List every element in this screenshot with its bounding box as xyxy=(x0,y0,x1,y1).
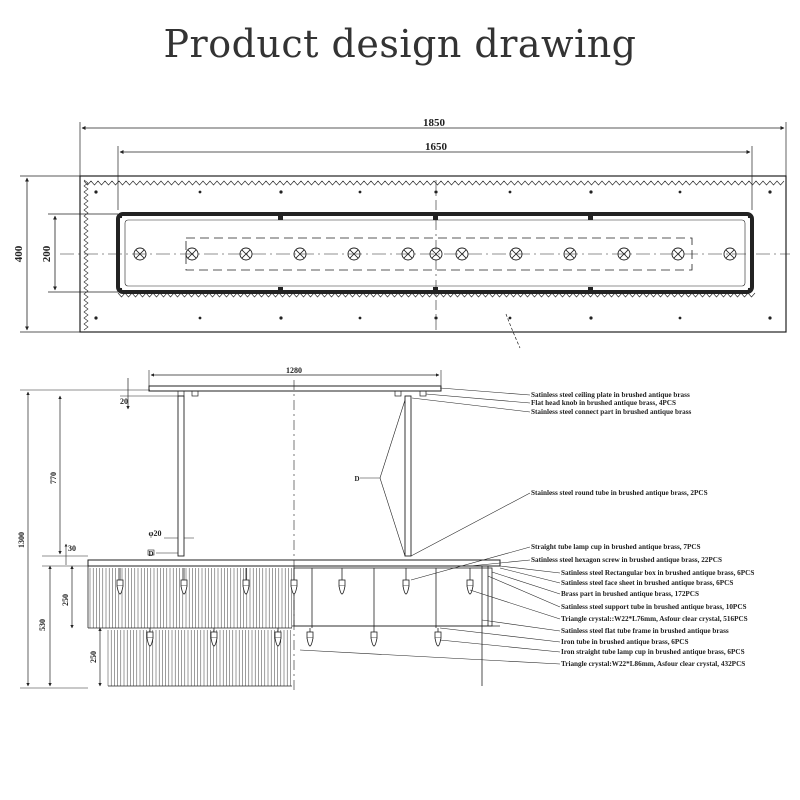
callout-label: Satinless steel hexagon screw in brushed… xyxy=(531,556,722,564)
lamp-symbol xyxy=(723,247,737,261)
lamp-symbol xyxy=(671,247,685,261)
crystal-tier-upper xyxy=(88,568,292,629)
callout-label: Straight tube lamp cup in brushed antiqu… xyxy=(531,543,701,551)
lamp-bulb xyxy=(290,568,298,595)
leader-line xyxy=(481,619,561,632)
leader-line xyxy=(411,397,531,413)
leader-line xyxy=(410,492,531,557)
lamp-bulbs xyxy=(116,568,474,647)
leader-line xyxy=(425,393,531,404)
dim-text-530: 530 xyxy=(38,619,47,631)
lamp-symbol xyxy=(185,247,199,261)
lamp-bulb xyxy=(180,568,188,595)
leader-line xyxy=(499,567,561,584)
dim-text-1280: 1280 xyxy=(286,366,302,375)
leader-line xyxy=(299,649,561,665)
leader-line xyxy=(469,559,531,567)
callout-label: Stainless steel connect part in brushed … xyxy=(531,408,692,416)
leader-line xyxy=(491,571,561,595)
crystal-edge-left xyxy=(83,179,89,331)
dim-text-400: 400 xyxy=(13,245,25,262)
callout-label: Satinless steel face sheet in brushed an… xyxy=(561,579,733,587)
mounting-points xyxy=(94,190,772,320)
lamp-symbol xyxy=(617,247,631,261)
round-tube-right xyxy=(404,395,412,557)
top-view xyxy=(20,122,790,349)
lamp-bulb xyxy=(274,628,282,647)
cable-leader xyxy=(505,313,521,349)
lamp-symbol xyxy=(347,247,361,261)
callout-label: Flat head knob in brushed antique brass,… xyxy=(531,399,676,407)
callout-label: Triangle crystal::W22*L76mm, Asfour clea… xyxy=(561,615,748,623)
callout-label: Iron straight tube lamp cup in brushed a… xyxy=(561,648,745,656)
lamp-symbol xyxy=(239,247,253,261)
leader-line xyxy=(439,639,561,653)
dim-text-20: 20 xyxy=(120,397,128,406)
leader-line xyxy=(469,589,561,620)
marker-d-left: D xyxy=(148,550,153,558)
lamp-symbol xyxy=(133,247,147,261)
lamp-symbol xyxy=(509,247,523,261)
lamp-bulb xyxy=(338,568,346,595)
callout-label: Satinless steel support tube in brushed … xyxy=(561,603,747,611)
marker-d-right: D xyxy=(354,475,359,483)
lamp-symbols xyxy=(133,247,737,261)
leader-line xyxy=(439,387,531,396)
lamp-bulb xyxy=(116,568,124,595)
dim-inner-width xyxy=(48,213,118,293)
lamp-symbol xyxy=(563,247,577,261)
side-view xyxy=(20,370,561,690)
lamp-bulb xyxy=(434,628,442,647)
dim-overall-width xyxy=(20,175,80,333)
lamp-bulb xyxy=(402,568,410,595)
dim-text-30: 30 xyxy=(68,544,76,553)
lamp-bulb xyxy=(210,628,218,647)
leader-line xyxy=(439,627,561,643)
callout-label: Satinless steel Rectangular box in brush… xyxy=(561,569,754,577)
dim-text-200: 200 xyxy=(41,245,53,262)
dim-text-250-b: 250 xyxy=(89,651,98,663)
dim-text-1300: 1300 xyxy=(17,532,26,548)
callout-label: Triangle crystal:W22*L86mm, Asfour clear… xyxy=(561,660,745,668)
crystal-edge-bottom xyxy=(117,292,756,298)
ceiling-plate xyxy=(148,385,442,392)
callout-label: Brass part in brushed antique brass, 172… xyxy=(561,590,699,598)
callout-label: Iron tube in brushed antique brass, 6PCS xyxy=(561,638,688,646)
callout-leaders xyxy=(299,387,561,665)
dim-overall-length xyxy=(79,122,787,176)
flat-tube-frame xyxy=(293,567,493,627)
dim-text-1850: 1850 xyxy=(423,117,446,129)
lamp-bulb xyxy=(146,628,154,647)
lamp-bulb xyxy=(242,568,250,595)
crystal-edge-top xyxy=(83,180,785,186)
round-tube-left xyxy=(177,395,185,557)
dim-text-250-a: 250 xyxy=(61,594,70,606)
dim-inner-length xyxy=(117,146,753,210)
crystal-tier-lower xyxy=(107,630,292,687)
page-title: Product design drawing xyxy=(163,22,637,66)
leader-line xyxy=(499,565,561,574)
leader-line xyxy=(410,546,531,581)
lamp-symbol xyxy=(293,247,307,261)
dim-text-phi20: φ20 xyxy=(149,529,162,538)
dim-text-1650: 1650 xyxy=(425,141,448,153)
leader-line xyxy=(487,575,561,608)
callout-label: Stainless steel round tube in brushed an… xyxy=(531,489,708,497)
lamp-symbol xyxy=(429,247,443,261)
lamp-bulb xyxy=(370,628,378,647)
lamp-bulb xyxy=(306,628,314,647)
dim-text-770: 770 xyxy=(49,472,58,484)
lamp-symbol xyxy=(401,247,415,261)
lamp-symbol xyxy=(455,247,469,261)
callout-label: Satinless steel flat tube frame in brush… xyxy=(561,627,729,635)
callout-label: Satinless steel ceiling plate in brushed… xyxy=(531,391,690,399)
